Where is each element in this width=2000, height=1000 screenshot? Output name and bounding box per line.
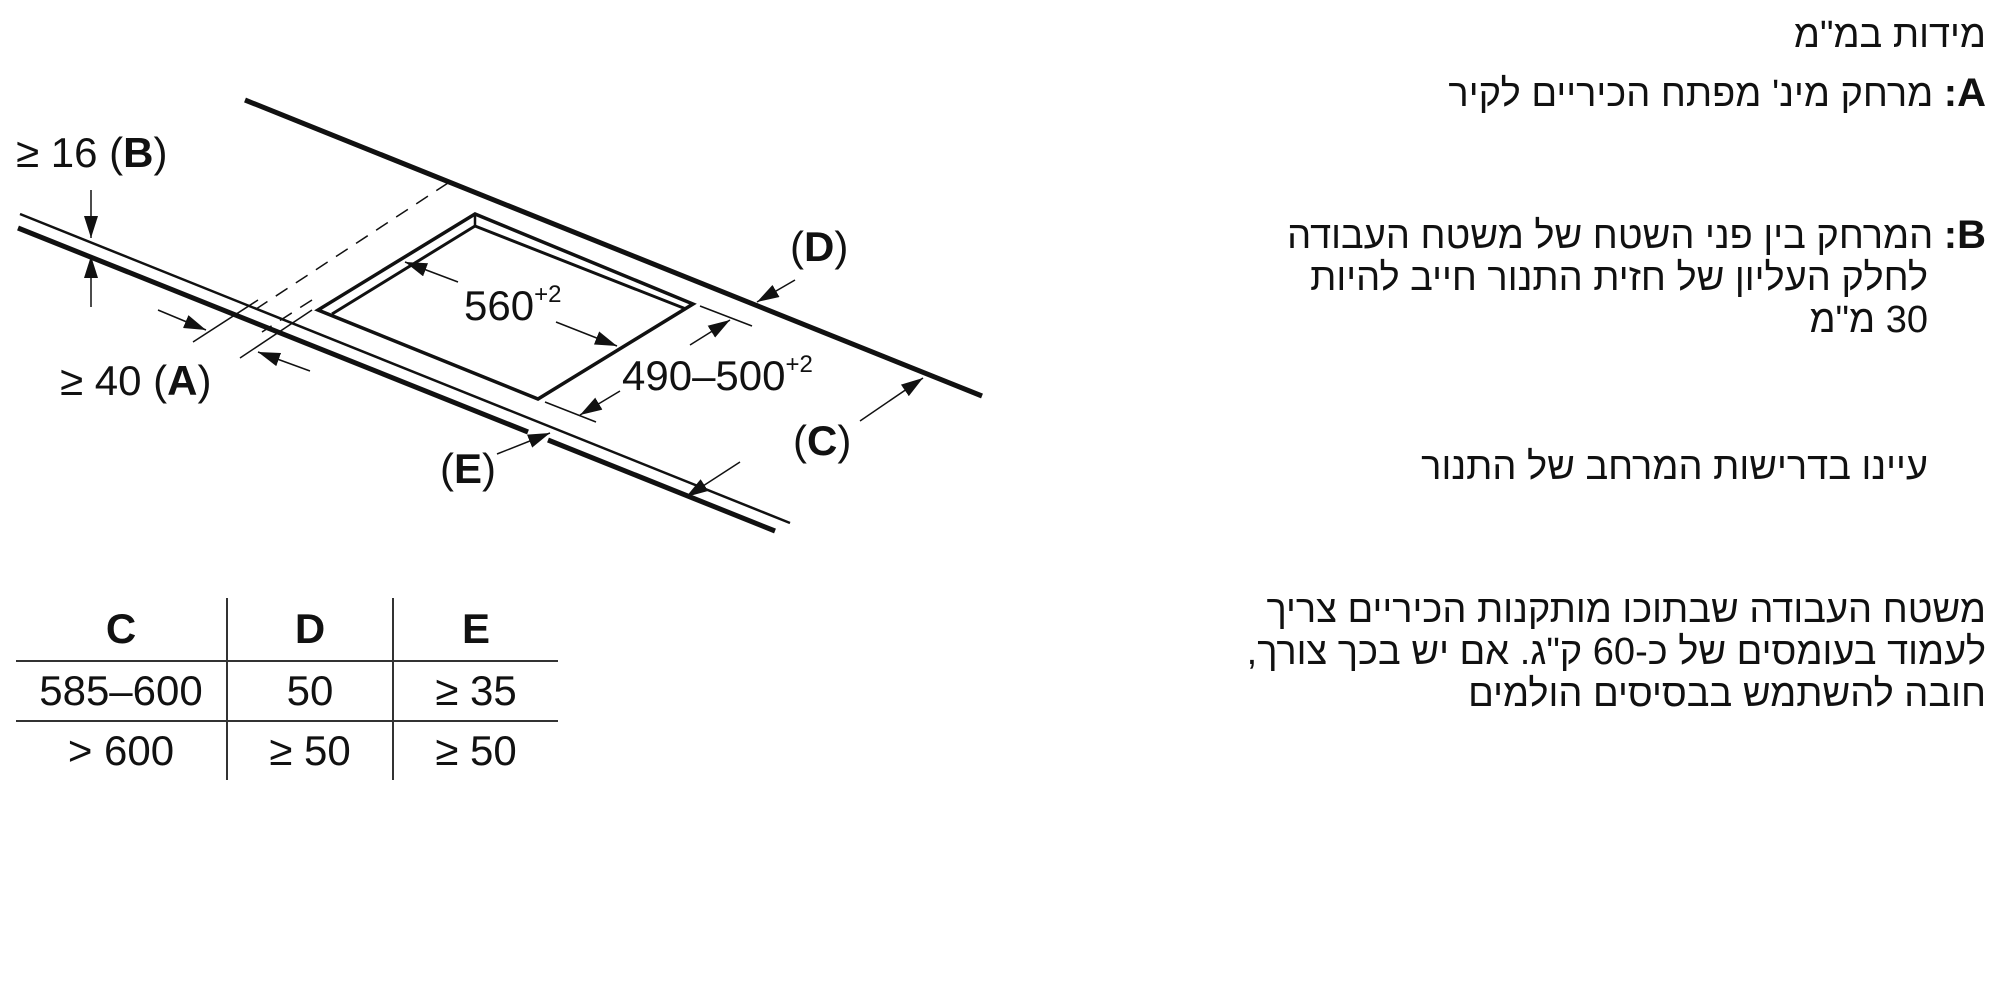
load-line3: חובה להשתמש בבסיסים הולמים	[1468, 673, 1986, 715]
table-header-row: C D E	[16, 598, 558, 661]
note-a-key: A:	[1943, 71, 1986, 115]
worktop-cutout-drawing	[17, 97, 983, 534]
table-row: > 600 ≥ 50 ≥ 50	[16, 720, 558, 780]
oven-space-note: עיינו בדרישות המרחב של התנור	[1421, 446, 1928, 488]
table-header: E	[392, 598, 558, 661]
label-e: (E)	[440, 445, 497, 492]
cutout-width-label: 560+2	[464, 281, 562, 329]
table-cell: 585–600	[16, 660, 227, 721]
worktop-load-note: משטח העבודה שבתוכו מותקנות הכיריים צריך …	[986, 589, 1986, 715]
note-b: B: המרחק בין פני השטח של משטח העבודה לחל…	[1086, 214, 1986, 341]
table-cell: ≥ 50	[392, 720, 558, 780]
table-header: C	[105, 605, 137, 652]
note-b-line3: 30 מ"מ	[1809, 299, 1928, 341]
label-b-min-16: ≥ 16 (B)	[16, 129, 168, 176]
note-b-line1: המרחק בין פני השטח של משטח העבודה	[1287, 215, 1934, 257]
label-d: (D)	[790, 223, 849, 270]
load-line1: משטח העבודה שבתוכו מותקנות הכיריים צריך	[1266, 589, 1986, 631]
wall-line	[244, 97, 983, 399]
units-note: מידות במ"מ	[1793, 14, 1986, 56]
clearance-table: C D E 585–600 50 ≥ 35 > 600 ≥ 50 ≥ 50	[16, 598, 558, 780]
label-a-min-40: ≥ 40 (A)	[60, 357, 212, 404]
table-cell: 50	[226, 660, 393, 721]
note-b-line2: לחלק העליון של חזית התנור חייב להיות	[1310, 257, 1928, 299]
note-b-key: B:	[1943, 213, 1986, 257]
table-cell: > 600	[16, 720, 227, 780]
cutout-outline	[314, 212, 697, 401]
table-cell: ≥ 50	[226, 720, 393, 780]
load-line2: לעמוד בעומסים של כ-60 ק"ג. אם יש בכך צור…	[1246, 631, 1986, 673]
worktop-front-edge-bottom	[547, 437, 776, 534]
table-row: 585–600 50 ≥ 35	[16, 660, 558, 721]
table-cell: ≥ 35	[392, 660, 558, 721]
label-c: (C)	[793, 417, 852, 464]
cutout-depth-label: 490–500+2	[622, 351, 813, 399]
note-a-text: מרחק מינ' מפתח הכיריים לקיר	[1448, 73, 1934, 115]
worktop-front-edge-top	[19, 212, 791, 525]
note-a: A: מרחק מינ' מפתח הכיריים לקיר	[1286, 72, 1986, 115]
table-header: D	[226, 598, 393, 661]
cutout-diagram: ≥ 16 (B) ≥ 40 (A) (D) (C) (E) 560+2 490–…	[0, 0, 1000, 560]
